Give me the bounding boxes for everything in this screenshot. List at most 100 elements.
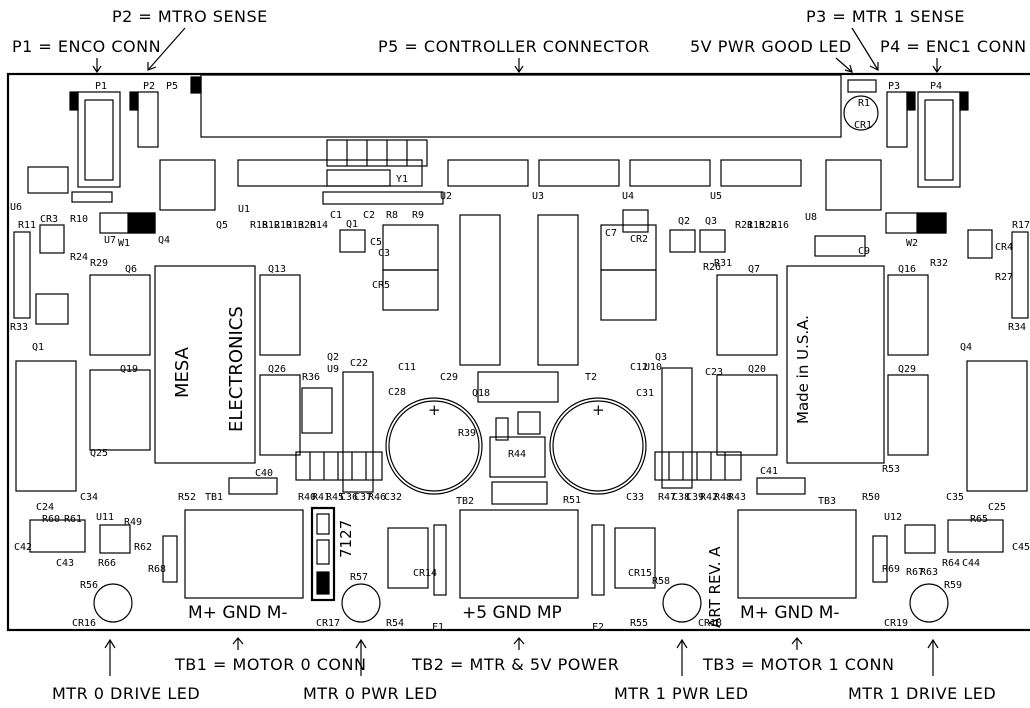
ref-r40: R40 — [298, 492, 316, 503]
ref-cr3: CR3 — [40, 214, 58, 225]
q16-stack — [887, 274, 929, 356]
q19-stack — [89, 369, 151, 451]
tb1-terminal-block — [184, 509, 304, 599]
c1-c2-r8-r9-row — [322, 191, 444, 205]
p5-pin1-marker — [190, 76, 202, 94]
c33-plus: + — [592, 401, 605, 419]
ref-r41: R41 — [312, 492, 330, 503]
cr5-block — [382, 269, 439, 311]
ref-r54: R54 — [386, 618, 404, 629]
p1-marker — [69, 91, 79, 111]
ref-cr2: CR2 — [630, 234, 648, 245]
ref-r64: R64 — [942, 558, 960, 569]
ref-tb2: TB2 — [456, 496, 474, 507]
r36-part — [301, 387, 333, 434]
ref-c38: C38 — [672, 492, 690, 503]
ref-r50: R50 — [862, 492, 880, 503]
ref-r34: R34 — [1008, 322, 1026, 333]
ref-c34: C34 — [80, 492, 98, 503]
ref-r24: R24 — [70, 252, 88, 263]
ref-r18: R18 — [250, 220, 268, 231]
mtr1-drive-callout: MTR 1 DRIVE LED — [848, 684, 996, 703]
ref-q18: Q18 — [472, 388, 490, 399]
tb3-callout: TB3 = MOTOR 1 CONN — [702, 655, 894, 674]
art-rev-label: ART REV. A — [706, 546, 724, 628]
made-in-usa-label: Made in U.S.A. — [794, 315, 812, 424]
q29-stack — [887, 374, 929, 456]
u7-ic — [159, 159, 216, 211]
q6-stack — [89, 274, 151, 356]
left-dip-ic — [459, 214, 501, 366]
ref-r42: R42 — [700, 492, 718, 503]
ref-u4: U4 — [622, 191, 634, 202]
resistor-pack-top — [326, 139, 428, 167]
ref-u10: U10 — [644, 362, 662, 373]
c5-c3-cap-block — [382, 224, 439, 271]
ref-w2: W2 — [906, 238, 918, 249]
r51-resistor — [491, 481, 548, 505]
r66-pack — [99, 524, 131, 554]
p4-inner — [924, 99, 954, 181]
ref-tb1: TB1 — [205, 492, 223, 503]
ref-c42: C42 — [14, 542, 32, 553]
ref-q29: Q29 — [898, 364, 916, 375]
q3-part — [699, 229, 726, 253]
ref-r14: R14 — [310, 220, 328, 231]
r17-r34-strip — [1011, 231, 1029, 319]
ref-w1: W1 — [118, 238, 130, 249]
ref-r15: R15 — [747, 220, 765, 231]
p4-marker — [959, 91, 969, 111]
c42-c43-row — [29, 519, 86, 553]
ref-u1: U1 — [238, 204, 250, 215]
c32-electrolytic — [385, 397, 483, 495]
ref-r1: R1 — [858, 98, 870, 109]
ref-r29: R29 — [90, 258, 108, 269]
ref-cr18: CR18 — [698, 618, 722, 629]
ref-u2: U2 — [440, 191, 452, 202]
ref-q3-lower: Q3 — [655, 352, 667, 363]
ref-c23: C23 — [705, 367, 723, 378]
ref-q4: Q4 — [158, 235, 170, 246]
q7-stack — [716, 274, 778, 356]
ref-r20: R20 — [298, 220, 316, 231]
ref-c5: C5 — [370, 237, 382, 248]
ref-c9: C9 — [858, 246, 870, 257]
ref-u8: U8 — [805, 212, 817, 223]
t2-transformer — [477, 371, 559, 403]
y1-crystal — [326, 169, 391, 187]
ref-p4: P4 — [930, 81, 942, 92]
ref-r68: R68 — [148, 564, 166, 575]
ref-cr5: CR5 — [372, 280, 390, 291]
ref-c33: C33 — [626, 492, 644, 503]
mtr1-pwr-callout: MTR 1 PWR LED — [614, 684, 749, 703]
right-dip-ic — [537, 214, 579, 366]
ref-r11: R11 — [18, 220, 36, 231]
ref-p5: P5 — [166, 81, 178, 92]
ref-r51: R51 — [563, 495, 581, 506]
part-number: 7127 — [337, 520, 355, 558]
u8-ic — [814, 235, 866, 257]
cr19-led — [909, 583, 949, 623]
board-outline — [6, 72, 1030, 632]
p4-callout: P4 = ENC1 CONN — [880, 37, 1027, 56]
ref-r12: R12 — [262, 220, 280, 231]
ref-u7: U7 — [104, 235, 116, 246]
ref-c40: C40 — [255, 468, 273, 479]
ref-q20: Q20 — [748, 364, 766, 375]
cr2-part — [622, 209, 649, 233]
w2-marker — [916, 212, 947, 234]
ref-r33: R33 — [10, 322, 28, 333]
ref-r66: R66 — [98, 558, 116, 569]
u2-ic — [447, 159, 529, 187]
ref-cr16: CR16 — [72, 618, 96, 629]
mtr0-pwr-callout: MTR 0 PWR LED — [303, 684, 438, 703]
cr15-diode — [614, 527, 656, 589]
ref-q7: Q7 — [748, 264, 760, 275]
ref-c24: C24 — [36, 502, 54, 513]
ref-r46: R46 — [368, 492, 386, 503]
ref-u12: U12 — [884, 512, 902, 523]
ref-c3: C3 — [378, 248, 390, 259]
p3-marker — [906, 91, 916, 111]
f1-fuse — [433, 524, 447, 596]
cr18-led — [662, 583, 702, 623]
